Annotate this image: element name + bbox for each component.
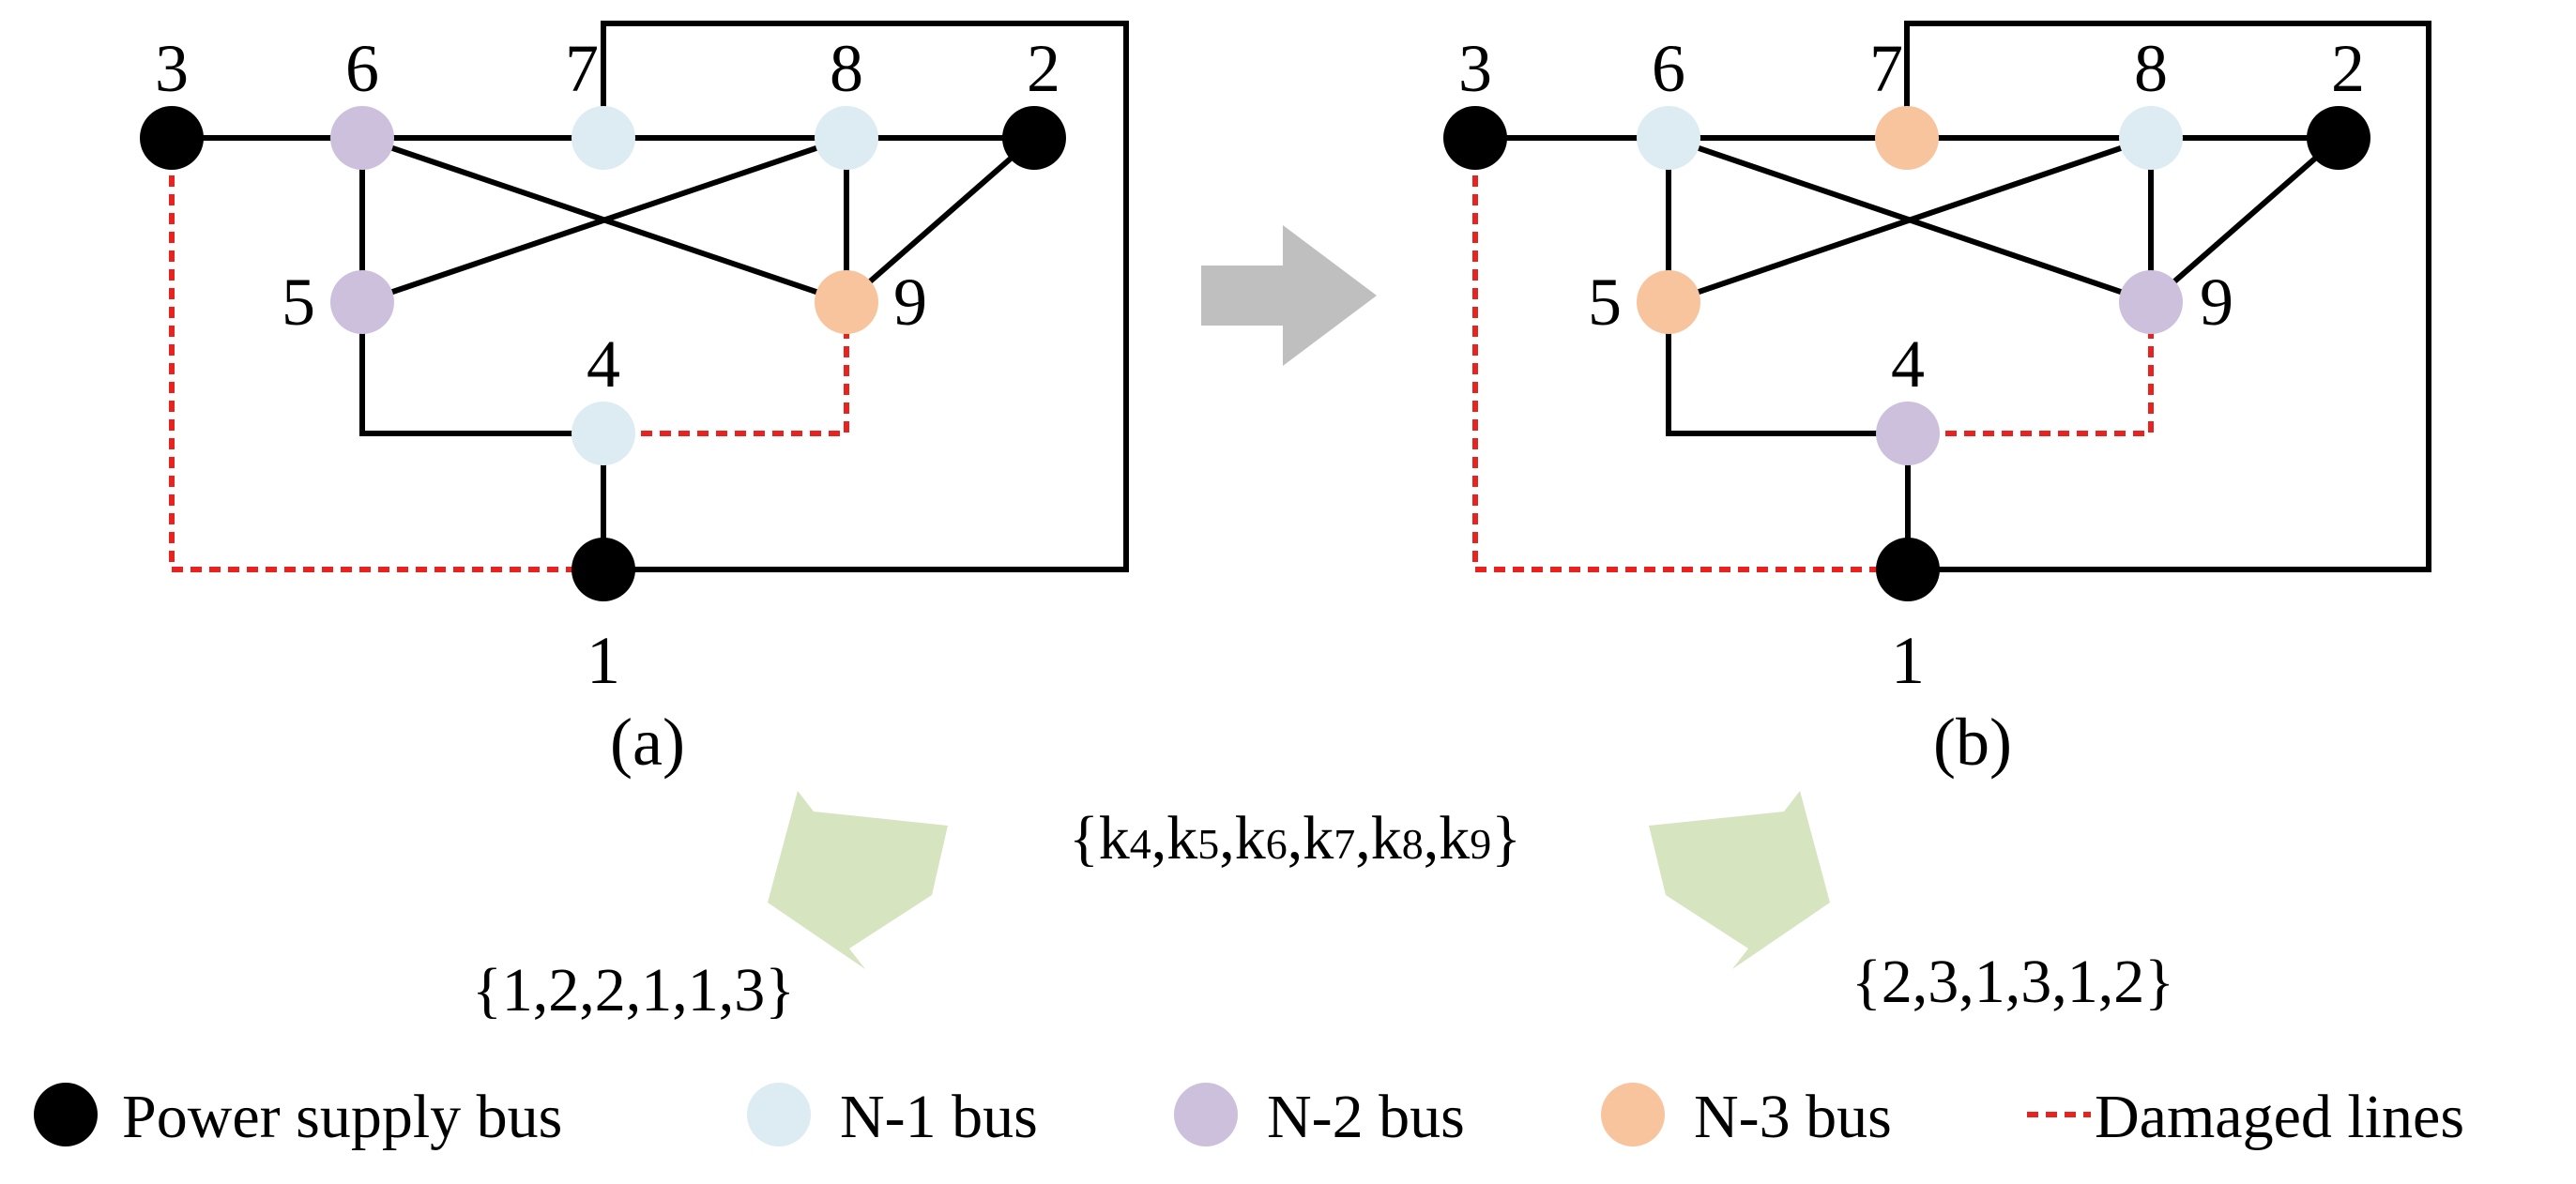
network-b-nodes: [1443, 106, 2370, 601]
node-label-b-1: 1: [1891, 623, 1925, 698]
k-separator: ,: [1424, 804, 1440, 873]
k-subscript: 8: [1402, 820, 1424, 868]
k-subscript: 7: [1334, 820, 1355, 868]
k-subscript: 6: [1266, 820, 1288, 868]
node-b-8: [2119, 106, 2183, 170]
legend-power-supply-marker: [34, 1083, 98, 1146]
node-a-6: [330, 106, 394, 170]
k-term: k: [1439, 804, 1470, 873]
line-b-7-loop-1: [1904, 21, 2431, 572]
node-label-a-7: 7: [565, 31, 599, 106]
k-term: k: [1099, 804, 1130, 873]
node-label-a-3: 3: [155, 31, 189, 106]
k-separator: ,: [1355, 804, 1371, 873]
line-b-2-9: [2149, 135, 2340, 305]
values-b: {2,3,1,3,1,2}: [1852, 948, 2174, 1016]
line-a-5-4: [359, 302, 603, 436]
node-label-a-6: 6: [345, 31, 379, 106]
values-a: {1,2,2,1,1,3}: [472, 956, 795, 1025]
k-term: k: [1235, 804, 1266, 873]
node-label-b-3: 3: [1458, 31, 1492, 106]
k-term: k: [1303, 804, 1334, 873]
node-a-9: [815, 270, 878, 334]
damaged-line-b-3-1: [1472, 138, 1908, 572]
k-set-close: }: [1491, 804, 1521, 873]
legend-n3-marker: [1601, 1083, 1665, 1146]
node-a-4: [572, 402, 635, 465]
damaged-line-a-4-9: [603, 302, 849, 436]
node-b-3: [1443, 106, 1507, 170]
node-b-9: [2119, 270, 2183, 334]
node-b-5: [1637, 270, 1700, 334]
node-b-4: [1876, 402, 1940, 465]
k-set-open: {: [1069, 804, 1099, 873]
node-label-a-5: 5: [282, 265, 315, 340]
damaged-line-a-3-1: [169, 138, 603, 572]
legend-n1-marker: [747, 1083, 811, 1146]
legend: Power supply bus N-1 bus N-2 bus N-3 bus…: [34, 1083, 2464, 1151]
k-subscript: 4: [1130, 820, 1151, 868]
arrow-to-values-a: [768, 791, 948, 969]
transition-arrow: [1201, 225, 1377, 366]
line-b-5-8: [1668, 135, 2152, 305]
legend-n2-marker: [1174, 1083, 1238, 1146]
k-term: k: [1166, 804, 1197, 873]
node-label-b-6: 6: [1652, 31, 1685, 106]
network-b: 3 6 7 8 2 5 9 4 1 (b): [1443, 21, 2431, 780]
k-set: {k4,k5,k6,k7,k8,k9}: [1069, 804, 1521, 873]
node-b-6: [1637, 106, 1700, 170]
node-a-7: [572, 106, 635, 170]
node-a-3: [140, 106, 204, 170]
damaged-line-b-4-9: [1908, 302, 2154, 436]
network-a-nodes: [140, 106, 1066, 601]
node-label-a-9: 9: [893, 265, 927, 340]
k-separator: ,: [1219, 804, 1235, 873]
node-a-1: [572, 538, 635, 601]
node-label-a-4: 4: [587, 326, 620, 402]
k-subscript: 5: [1197, 820, 1219, 868]
node-a-2: [1002, 106, 1066, 170]
caption-a: (a): [610, 705, 685, 780]
legend-damaged-label: Damaged lines: [2095, 1083, 2464, 1151]
line-a-2-9: [845, 135, 1036, 305]
network-b-labels: 3 6 7 8 2 5 9 4 1: [1458, 31, 2365, 698]
node-label-a-8: 8: [830, 31, 863, 106]
k-separator: ,: [1151, 804, 1167, 873]
network-a-labels: 3 6 7 8 2 5 9 4 1: [155, 31, 1060, 698]
node-b-2: [2307, 106, 2370, 170]
legend-power-supply-label: Power supply bus: [122, 1083, 562, 1151]
node-b-7: [1875, 106, 1939, 170]
node-a-5: [330, 270, 394, 334]
k-subscript: 9: [1470, 820, 1491, 868]
legend-n2-label: N-2 bus: [1267, 1083, 1465, 1151]
node-label-a-1: 1: [587, 623, 620, 698]
node-label-a-2: 2: [1027, 31, 1060, 106]
legend-n3-label: N-3 bus: [1694, 1083, 1892, 1151]
network-a: 3 6 7 8 2 5 9 4 1 (a): [140, 21, 1129, 780]
node-label-b-2: 2: [2331, 31, 2365, 106]
node-label-b-5: 5: [1588, 265, 1622, 340]
line-b-5-4: [1666, 302, 1908, 436]
node-label-b-8: 8: [2134, 31, 2168, 106]
node-b-1: [1876, 538, 1940, 601]
k-separator: ,: [1288, 804, 1303, 873]
node-a-8: [815, 106, 878, 170]
node-label-b-4: 4: [1891, 326, 1925, 402]
node-label-b-7: 7: [1869, 31, 1903, 106]
caption-b: (b): [1933, 705, 2012, 780]
node-label-b-9: 9: [2200, 265, 2233, 340]
legend-n1-label: N-1 bus: [840, 1083, 1038, 1151]
line-a-7-loop-1: [601, 21, 1129, 572]
line-a-5-8: [361, 135, 847, 305]
arrow-to-values-b: [1649, 791, 1830, 969]
k-term: k: [1371, 804, 1402, 873]
